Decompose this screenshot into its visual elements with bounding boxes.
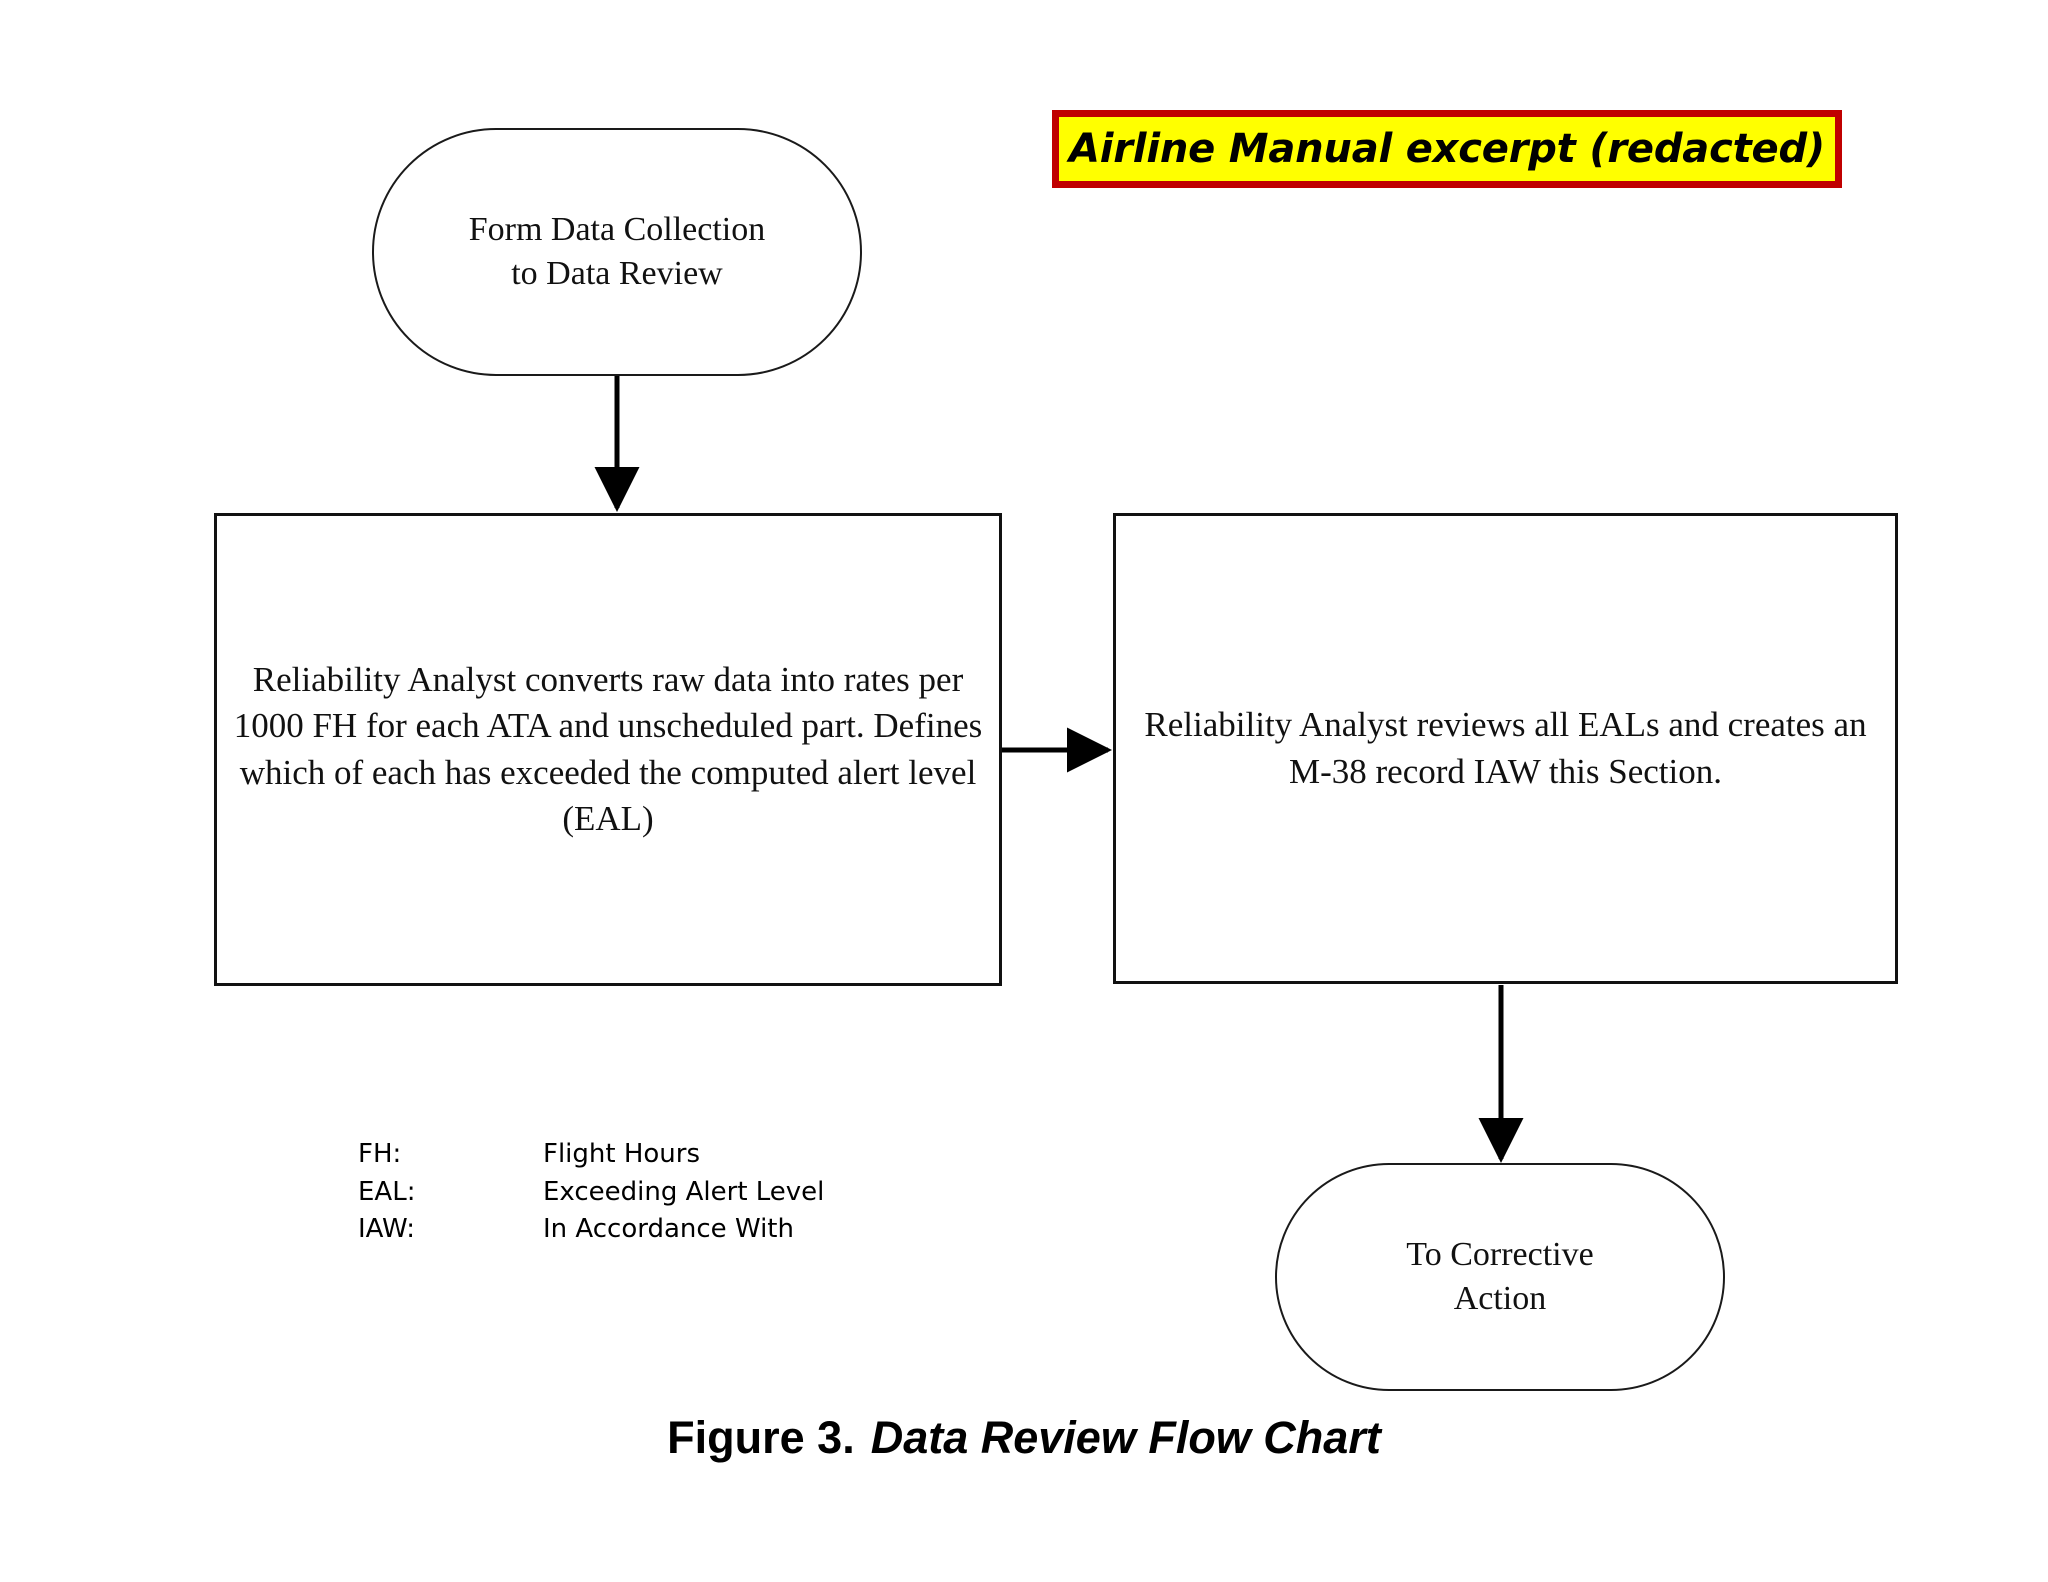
flow-node-end-terminator: To Corrective Action <box>1275 1163 1725 1391</box>
legend-row: FH: Flight Hours <box>358 1136 824 1174</box>
legend-term-eal: EAL: <box>358 1176 416 1207</box>
flow-node-convert-process: Reliability Analyst converts raw data in… <box>214 513 1002 986</box>
abbreviation-legend: FH: Flight Hours EAL: Exceeding Alert Le… <box>358 1136 824 1249</box>
flow-node-start-label: Form Data Collection to Data Review <box>468 211 766 292</box>
redaction-banner-label: Airline Manual excerpt (redacted) <box>1069 126 1825 172</box>
legend-row: EAL: Exceeding Alert Level <box>358 1174 824 1212</box>
flow-node-start-terminator: Form Data Collection to Data Review <box>372 128 862 376</box>
flow-node-review-process: Reliability Analyst reviews all EALs and… <box>1113 513 1898 984</box>
legend-definition-fh: Flight Hours <box>543 1139 701 1169</box>
redaction-banner: Airline Manual excerpt (redacted) <box>1052 110 1842 188</box>
flow-node-review-label: Reliability Analyst reviews all EALs and… <box>1144 705 1867 791</box>
figure-caption-title: Data Review Flow Chart <box>870 1412 1381 1463</box>
legend-definition-eal: Exceeding Alert Level <box>543 1176 825 1207</box>
legend-term-iaw: IAW: <box>358 1214 415 1245</box>
legend-term-fh: FH: <box>358 1139 402 1169</box>
flow-node-convert-label: Reliability Analyst converts raw data in… <box>233 660 983 838</box>
figure-caption-label: Figure 3. <box>667 1412 855 1463</box>
legend-definition-iaw: In Accordance With <box>543 1214 794 1245</box>
figure-caption: Figure 3. Data Review Flow Chart <box>0 1412 2048 1464</box>
flow-node-end-label: To Corrective Action <box>1406 1236 1594 1317</box>
legend-row: IAW: In Accordance With <box>358 1211 824 1249</box>
